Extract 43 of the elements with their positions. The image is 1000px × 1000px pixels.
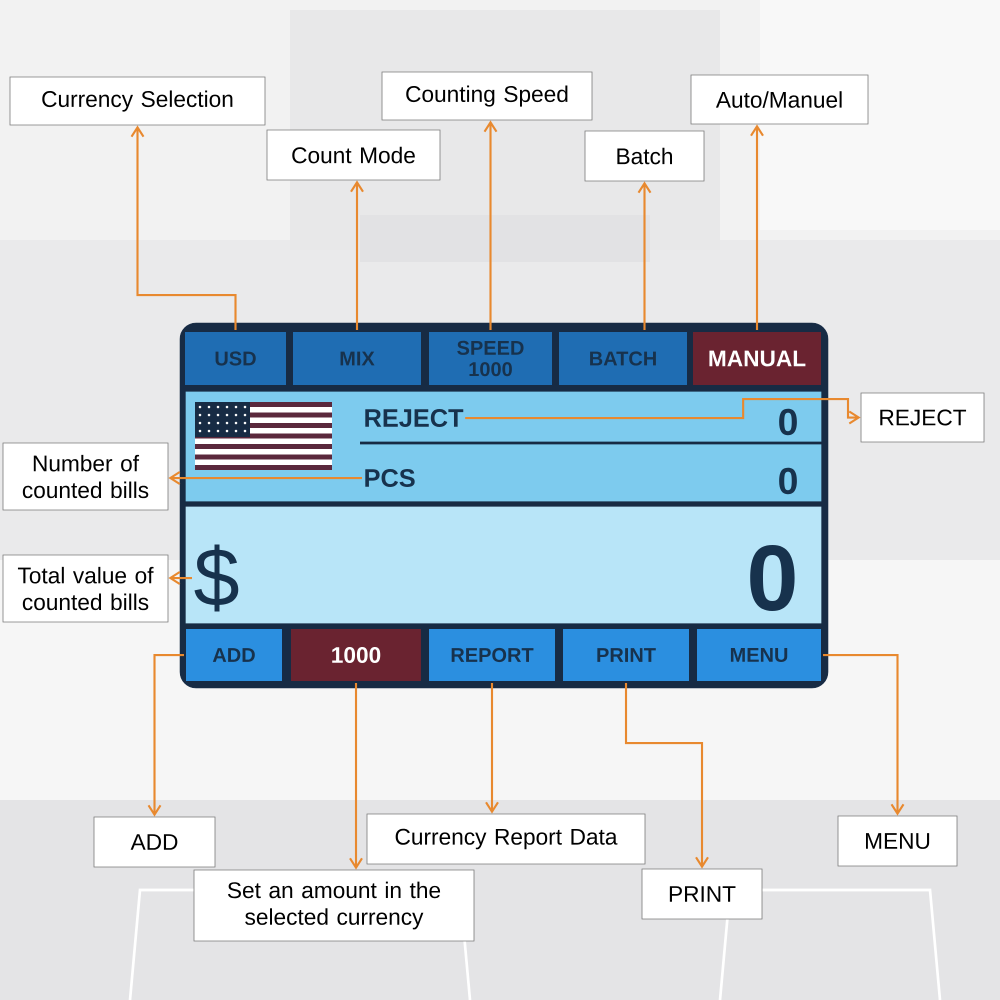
arrow: [130, 125, 237, 330]
currency-symbol: $: [194, 544, 238, 612]
screen-button: SPEED 1000: [427, 330, 554, 387]
screen-button: PRINT: [561, 627, 691, 683]
callout-box: Total value of counted bills: [2, 554, 168, 622]
arrow: [349, 683, 363, 870]
counter-value: 0: [779, 468, 797, 494]
callout-box: Counting Speed: [382, 72, 592, 120]
screen-button: BATCH: [557, 330, 689, 387]
arrow: [350, 180, 364, 330]
counter-label: REJECT: [365, 409, 464, 427]
screen-button: USD: [183, 330, 288, 387]
arrow: [148, 654, 184, 817]
callout-box: Count Mode: [266, 130, 440, 180]
arrow: [823, 654, 904, 816]
arrow: [624, 683, 709, 869]
screen-button: ADD: [184, 627, 284, 683]
counter-value: 0: [750, 544, 795, 612]
arrow: [168, 471, 362, 485]
callout-box: Number of counted bills: [2, 442, 168, 510]
arrow: [484, 120, 498, 330]
callout-box: MENU: [838, 816, 958, 866]
counter-label: PCS: [365, 469, 415, 487]
screen-button: MENU: [695, 627, 823, 683]
arrow: [750, 124, 764, 330]
callout-box: Auto/Manuel: [690, 74, 868, 124]
arrow: [465, 398, 861, 424]
screen-button: REPORT: [427, 627, 557, 683]
screen-button: MIX: [291, 330, 423, 387]
callout-box: Batch: [584, 130, 704, 182]
callout-box: ADD: [94, 816, 216, 868]
counter-value: 0: [779, 408, 797, 436]
screen-button: 1000: [289, 627, 423, 683]
screen-button: MANUAL: [691, 330, 823, 387]
callout-box: PRINT: [642, 868, 762, 920]
arrow: [638, 181, 652, 330]
arrow: [168, 571, 192, 585]
callout-box: REJECT: [860, 392, 984, 442]
amount-panel: [184, 505, 823, 625]
callout-box: Currency Report Data: [366, 814, 646, 864]
callout-box: Set an amount in the selected currency: [194, 870, 474, 942]
arrow: [485, 683, 499, 814]
callout-box: Currency Selection: [10, 76, 266, 126]
